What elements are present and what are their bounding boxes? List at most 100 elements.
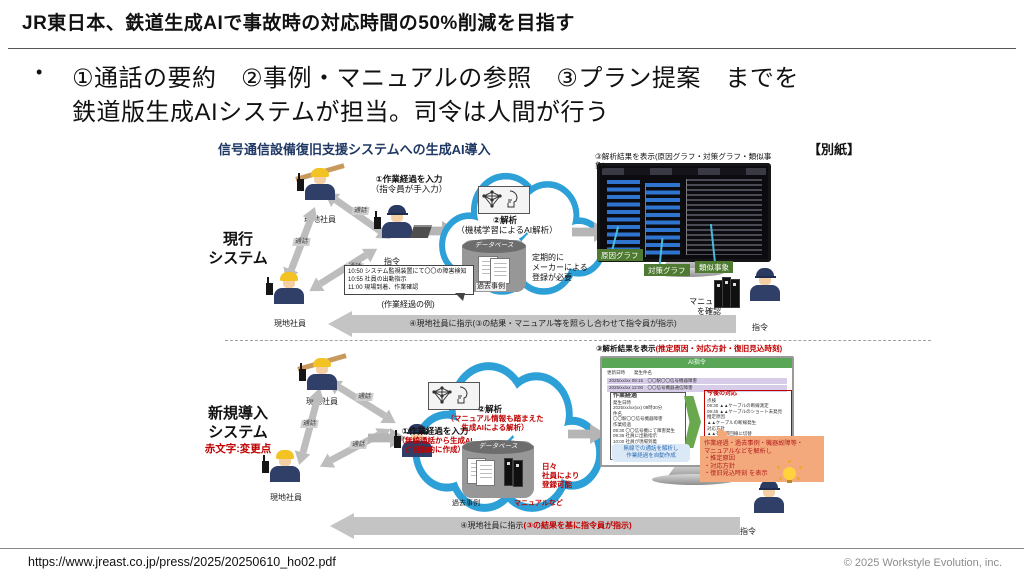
step2-label: ②解析: [492, 215, 518, 225]
database-cylinder: データベース 過去事例: [462, 239, 526, 292]
field-worker-figure: [295, 163, 345, 200]
action-graph-bars: [645, 182, 680, 258]
field-worker-label: 現地社員: [274, 319, 306, 328]
work-log-box: 10:50 システム監視装置にて〇〇の障害検知 10:55 社員の出動指示 11…: [344, 265, 474, 301]
cap-icon: [408, 424, 426, 432]
source-url[interactable]: https://www.jreast.co.jp/press/2025/2025…: [28, 555, 336, 569]
manual-book-icon: [730, 279, 740, 308]
step2-note: （機械学習によるAI解析）: [456, 225, 558, 235]
laptop-icon: [409, 225, 433, 238]
manual-book-icon: [513, 460, 523, 487]
db-note: 定期的に メーカーによる 登録が必要: [532, 253, 588, 282]
field-worker-figure: [266, 272, 306, 304]
section-divider: [225, 340, 931, 341]
step4-black: ④現地社員に指示: [460, 521, 524, 530]
past-cases-label: 過去事例: [452, 500, 480, 507]
copyright: © 2025 Workstyle Evolution, inc.: [843, 557, 1002, 569]
screen-header-bar: [602, 168, 766, 175]
db-note-red: 日々 社員により 登録可能: [542, 462, 580, 489]
ai-process-arrow: [684, 396, 701, 448]
instruction-arrow-head: [330, 513, 354, 539]
call-tag: 通話: [355, 393, 374, 401]
past-cases-label: 過去事例: [476, 283, 506, 291]
cap-icon: [756, 268, 774, 276]
screen-title-bar: AI指令: [602, 358, 792, 368]
document-icon: [476, 460, 495, 486]
step4-banner: ④現地社員に指示(③の結果を基に指令員が指示): [352, 517, 740, 535]
manual-check-note: マニュアル を確認: [689, 297, 729, 316]
radio-icon: [374, 211, 381, 229]
similar-cases-lines: [685, 179, 763, 256]
step2-label: ②解析: [477, 404, 503, 414]
current-system-label: 現行 システム: [208, 231, 268, 267]
step3-title: ③解析結果を表示(原因グラフ・対策グラフ・類似事象): [595, 152, 772, 170]
database-cylinder: データベース: [462, 440, 534, 498]
manuals-label-red: マニュアルなど: [514, 500, 563, 507]
step2-note-red: （マニュアル情報も踏まえた 生成AIによる解析）: [446, 414, 544, 432]
dispatcher-figure: [748, 268, 782, 301]
helmet-icon: [280, 272, 298, 281]
ai-engine-icon: [478, 186, 530, 214]
dispatcher-label: 指令: [384, 257, 400, 266]
cap-icon: [388, 205, 406, 213]
work-log-caption: (作業経過の例): [381, 300, 435, 309]
dispatcher-label: 指令: [752, 323, 768, 332]
diagram-heading: 信号通信設備復旧支援システムへの生成AI導入: [218, 142, 491, 157]
table-row: 2025/xx/xx 09:15 〇〇駅〇〇信号機器障害: [607, 377, 787, 384]
field-worker-label: 現地社員: [304, 215, 336, 224]
auto-transcribe-bubble: 無線での通話を解析し 作業経過を自動作成: [612, 444, 690, 462]
table-header: 更新日時 発生件名: [607, 370, 652, 375]
dispatcher-figure: [394, 424, 434, 457]
manual-book-icon: [504, 458, 513, 486]
helmet-icon: [313, 358, 331, 367]
attachment-label: 【別紙】: [808, 142, 861, 157]
bullet-line-2: 鉄道版生成AIシステムが担当。司令は人間が行う: [72, 99, 610, 126]
dispatcher-label: 指令: [740, 527, 756, 536]
title-divider: [8, 48, 1016, 49]
step4-banner: ④現地社員に指示(③の結果・マニュアル等を照らし合わせて指令員が指示): [350, 315, 736, 333]
cap-icon: [760, 480, 778, 488]
analysis-screen: [597, 163, 771, 262]
cause-graph-tag: 原因グラフ: [597, 249, 643, 261]
step1-label: ①作業経過を入力: [375, 174, 443, 184]
cause-graph-bars: [606, 179, 641, 253]
call-tag: 通話: [351, 207, 370, 215]
call-tag: 通話: [292, 238, 311, 246]
field-worker-figure: [297, 353, 347, 390]
dispatcher-figure: [752, 480, 786, 513]
document-icon: [490, 258, 510, 284]
footer-bar: https://www.jreast.co.jp/press/2025/2025…: [0, 548, 1024, 576]
radio-icon: [262, 455, 269, 473]
step3-black: ③解析結果を表示: [596, 344, 656, 353]
monitor-base: [652, 474, 736, 485]
database-label: データベース: [462, 440, 534, 454]
response-panel-title: 今後の対応: [707, 391, 738, 397]
radio-icon: [299, 363, 306, 381]
dispatcher-figure: [374, 205, 433, 238]
bullet-line-1: ①通話の要約 ②事例・マニュアルの参照 ③プラン提案 までを: [72, 65, 799, 92]
red-legend: 赤文字:変更点: [204, 443, 272, 455]
radio-icon: [266, 277, 273, 295]
helmet-icon: [311, 168, 329, 177]
genai-engine-icon: [428, 382, 480, 410]
radio-icon: [297, 173, 304, 191]
step3-red: (推定原因・対応方針・復旧見込時刻): [655, 344, 783, 353]
call-tag: 通話: [300, 420, 319, 428]
field-worker-figure: [262, 450, 302, 482]
analysis-callout: 作業経過・過去事例・機器故障等・ マニュアルなどを解析し ・推定原因 ・対応方針…: [700, 436, 824, 482]
step1-note: （指令員が手入力）: [370, 184, 448, 194]
radio-icon: [394, 430, 401, 448]
database-label: データベース: [462, 239, 526, 253]
helmet-icon: [276, 450, 294, 459]
field-worker-label: 現地社員: [270, 493, 302, 502]
step4-red: (③の結果を基に指令員が指示): [523, 521, 632, 530]
idea-lightbulb-icon: [783, 467, 796, 483]
call-tag: 通話: [349, 441, 368, 449]
table-row: 2025/xx/xx 12:00 〇〇信号機器通信障害: [607, 385, 787, 392]
work-log-panel-title: 作業経過: [613, 393, 638, 399]
action-graph-tag: 対策グラフ: [644, 264, 690, 276]
page-title: JR東日本、鉄道生成AIで事故時の対応時間の50%削減を目指す: [22, 13, 575, 34]
incident-table: 更新日時 発生件名 2025/xx/xx 09:15 〇〇駅〇〇信号機器障害 2…: [607, 370, 787, 392]
new-system-label: 新規導入 システム: [207, 405, 268, 441]
